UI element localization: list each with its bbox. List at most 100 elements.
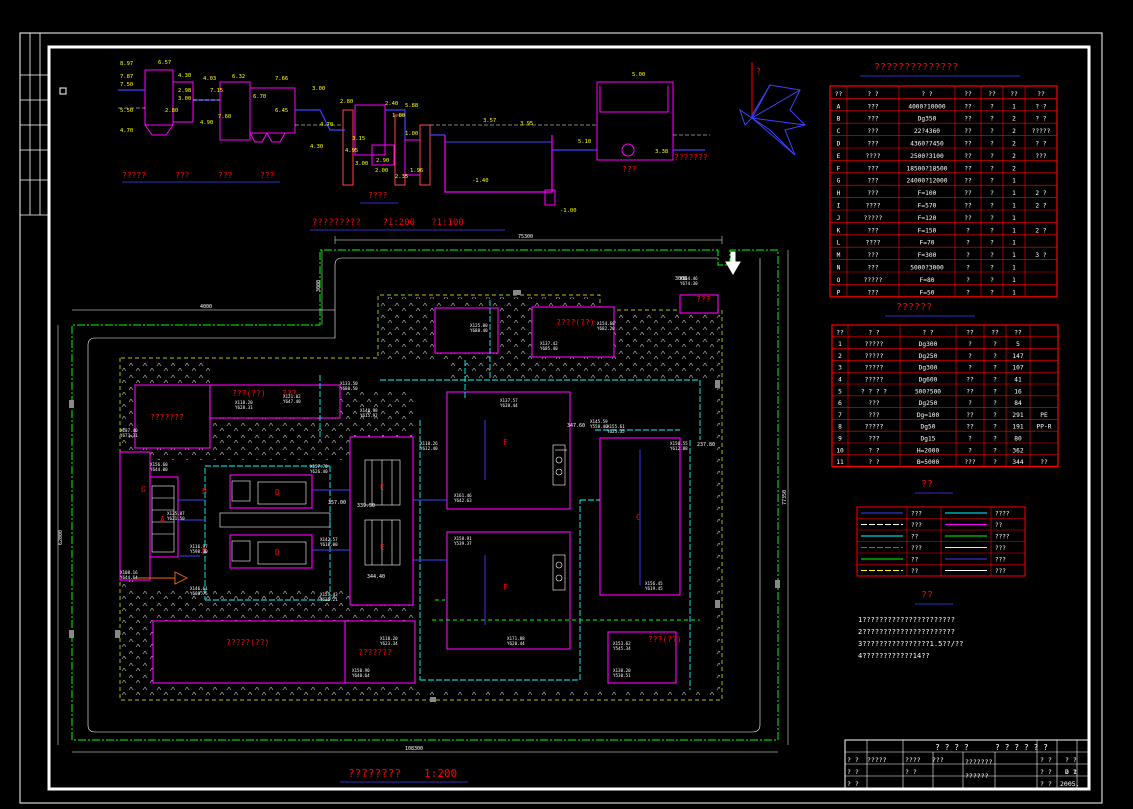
equipment_table-cell: ? ? [921,91,932,98]
profile-elev-label: 3.15 [352,136,365,142]
equipment_table-cell: 2 [1012,116,1016,123]
legend-item-label: ?? [911,534,919,541]
pipe_table-cell: 3 [838,365,842,372]
upper-scale-title: ????????? ?1:200 ?1:100 [312,218,464,228]
equipment_table-cell: H [837,190,841,197]
pipe_table-cell: ? [993,447,997,454]
profile-elev-label: 6.70 [253,94,266,100]
equipment_table-cell: ?? [964,178,972,185]
pipe_table-cell: 41 [1014,377,1022,384]
profile-hoppers-3 [249,132,286,143]
profile-elev-label: 3.95 [520,121,533,127]
equipment_table-cell: ? [966,289,970,296]
profile-elev-label: 3.00 [312,86,325,92]
pipe_table-cell: ????? [865,377,884,384]
equipment_table-cell: 1 [1012,190,1016,197]
site-pipes [135,300,701,690]
equipment_table-cell: M [837,252,841,259]
pipe_table-cell: ? [993,400,997,407]
equipment_table-cell: Dg350 [918,116,937,123]
profile-elev-label: 4.70 [120,128,133,134]
building-bottom-left [152,620,349,684]
legend-item-label: ???? [995,511,1010,518]
equipment_table-cell: ? [990,265,994,272]
pipe_table-cell: ? ? ? ? [861,388,887,395]
buildings [119,294,719,684]
equipment_table-cell: 5000?3000 [910,265,944,272]
equipment_table-cell: ?? [964,203,972,210]
pipe_table-cell: ? ? [922,329,933,336]
equipment_table-cell: N [837,265,841,272]
pipe_table-cell: ?? [1040,459,1048,466]
profile-elev-label: 5.10 [578,139,591,145]
pipe_table-cell: 11 [836,459,844,466]
pipe_table-cell: Dg250 [919,400,938,407]
profile-elev-label: 4.95 [345,148,358,154]
pipe_table-cell: 16 [1014,388,1022,395]
misc-label: 347.60 [567,423,585,429]
profile-elev-label: 3.00 [355,161,368,167]
pipe_table-cell: Dg=100 [917,412,940,419]
pipe_table-cell: 6 [838,400,842,407]
profile-elev-label: 7.60 [218,114,231,120]
building-top-2 [531,306,615,358]
profile-elev-label: 7.66 [275,76,288,82]
profile-elev-label: 7.87 [120,74,133,80]
equipment_table-cell: D [837,141,841,148]
pipe_table-cell: 5 [1016,341,1020,348]
unit-D-2 [229,534,313,569]
legend-item-label: ??? [911,545,922,552]
title-block-cell: ? ? [847,756,859,764]
equipment_table-cell: ? [990,116,994,123]
equipment_table-cell: ?? [988,91,996,98]
dim-right: 77350 [782,490,788,505]
profile-pool-sump [544,189,556,206]
pipe_table-cell: ? [993,377,997,384]
equipment_table-cell: L [837,240,841,247]
building-labels: ????(??)???(??)???????????????(??)???(??… [150,295,711,657]
pipe_table-cell: ? ? [868,447,879,454]
pipe_table-cell: 107 [1012,365,1023,372]
building-label: ???(??) [648,635,682,644]
equipment_table-cell: ?? [964,91,972,98]
profile-elev-label: 2.90 [376,158,389,164]
equipment_table-cell: ?? [964,128,972,135]
equipment-table: ??? ?? ?????????A???4000?10000???1? ?B??… [829,85,1058,298]
profile-tank-4 [354,104,386,156]
profile-label-1: ????? [122,171,146,180]
equipment_table-cell: 1 [1012,277,1016,284]
unit-letter-G: G [141,485,146,494]
profile-elev-label: -1.40 [472,178,489,184]
equipment_table-cell: ? [990,203,994,210]
profile-elev-label: 2.40 [385,101,398,107]
site-plan-scale: 1:200 [424,767,457,780]
equipment_table-cell: ? [966,265,970,272]
title-block-cell: ? ? [1040,768,1052,776]
profile-elev-label: 7.15 [210,88,223,94]
legend-table: ?????????????????????????????????? [856,506,1026,577]
dim-step: 3000 [316,280,322,292]
building-bottom-mid [344,620,416,684]
pipe_table-cell: ? [993,341,997,348]
pipe_table-cell: ?? [836,329,844,336]
misc-label: 339.50 [357,503,375,509]
pipe_table-cell: ? [968,365,972,372]
pipe_table-cell: ?? [1014,329,1022,336]
equipment_table-cell: ???? [866,203,881,210]
pipe_table-cell: Dg300 [919,341,938,348]
pipe_table-cell: ????? [865,353,884,360]
equipment_table-cell: B [837,116,841,123]
profile-hopper-1 [144,124,174,136]
profile-elev-label: 1.00 [405,131,418,137]
profile-elev-label: 5.88 [405,103,418,109]
